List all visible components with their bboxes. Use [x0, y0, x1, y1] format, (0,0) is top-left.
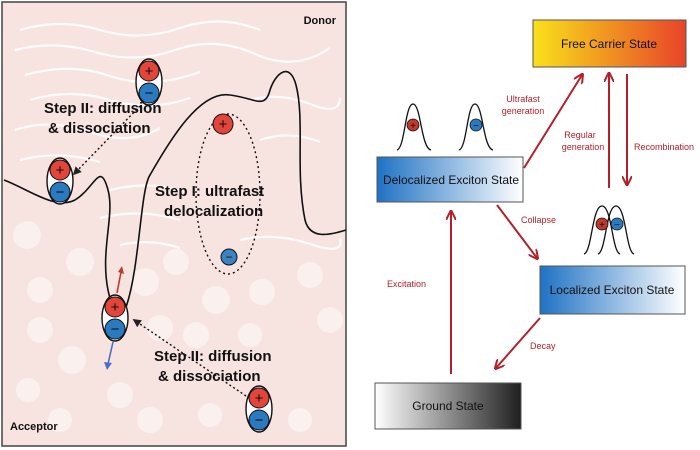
hole-sign: +	[145, 63, 154, 80]
exciton-pair-left: + −	[46, 157, 74, 205]
free-carrier-label: Free Carrier State	[561, 37, 657, 51]
transition-arrows	[451, 74, 627, 374]
donor-acceptor-interface	[3, 70, 347, 314]
panel-frame	[1, 1, 347, 447]
electron-drift-arrow	[107, 341, 114, 365]
regular-label-line2: generation	[562, 142, 605, 152]
hole-sign: +	[56, 162, 65, 179]
step2-bottom-label-line2: & dissociation	[158, 368, 261, 385]
delocalized-exciton-state-box: Delocalized Exciton State	[376, 156, 524, 203]
collapse-arrow	[496, 204, 537, 258]
acceptor-label: Acceptor	[10, 421, 58, 433]
collapse-label: Collapse	[521, 215, 556, 225]
decay-label: Decay	[530, 341, 556, 351]
recombination-label: Recombination	[634, 142, 694, 152]
donor-chain-lines	[14, 20, 342, 250]
decay-arrow	[496, 317, 541, 368]
svg-text:+: +	[410, 121, 416, 132]
svg-text:+: +	[219, 116, 228, 133]
delocalization-ellipse	[195, 113, 261, 275]
delocalized-hole: +	[212, 113, 234, 135]
arrow-labels: Ultrafast generation Regular generation …	[387, 94, 694, 351]
svg-text:+: +	[599, 220, 605, 231]
exciton-pair-top: + −	[135, 58, 163, 106]
delocalized-label: Delocalized Exciton State	[383, 173, 519, 187]
acceptor-domains	[13, 221, 343, 433]
step1-label-line1: Step I: ultrafast	[155, 183, 264, 200]
svg-text:−: −	[614, 220, 620, 231]
localized-wavefunction: + −	[583, 205, 635, 255]
svg-text:+: +	[255, 390, 264, 407]
svg-text:−: −	[111, 321, 120, 338]
step2-bottom-label-line1: Step II: diffusion	[154, 348, 272, 365]
localized-label: Localized Exciton State	[550, 283, 675, 297]
donor-label: Donor	[304, 15, 337, 27]
ultrafast-generation-arrow	[523, 75, 582, 169]
exciton-pair-interface: + −	[101, 266, 129, 370]
delocalized-wavefunction: + −	[396, 103, 494, 151]
diffusion-arrow-bottom	[132, 319, 247, 397]
free-carrier-state-box: Free Carrier State	[532, 19, 687, 68]
ultrafast-label-line2: generation	[502, 106, 545, 116]
localized-exciton-state-box: Localized Exciton State	[539, 265, 686, 315]
ground-state-box: Ground State	[374, 382, 522, 430]
exciton-pair-bottom: + −	[245, 385, 273, 433]
step2-top-label-line2: & dissociation	[48, 120, 151, 137]
excitation-label: Excitation	[387, 279, 426, 289]
step1-label-line2: delocalization	[164, 203, 263, 220]
step2-top-label-line1: Step II: diffusion	[44, 100, 162, 117]
ultrafast-label-line1: Ultrafast	[506, 94, 540, 104]
electron-sign: −	[56, 184, 65, 201]
left-panel: + − + − + − + −	[1, 1, 347, 447]
ground-label: Ground State	[412, 399, 484, 413]
svg-text:+: +	[111, 299, 120, 316]
delocalized-electron: −	[220, 248, 238, 266]
svg-text:−: −	[473, 121, 479, 132]
svg-text:−: −	[225, 250, 232, 264]
hole-drift-arrow	[116, 271, 122, 294]
electron-sign: −	[145, 85, 154, 102]
svg-text:−: −	[255, 412, 264, 429]
regular-label-line1: Regular	[564, 130, 596, 140]
right-panel: Free Carrier State Delocalized Exciton S…	[374, 19, 694, 430]
